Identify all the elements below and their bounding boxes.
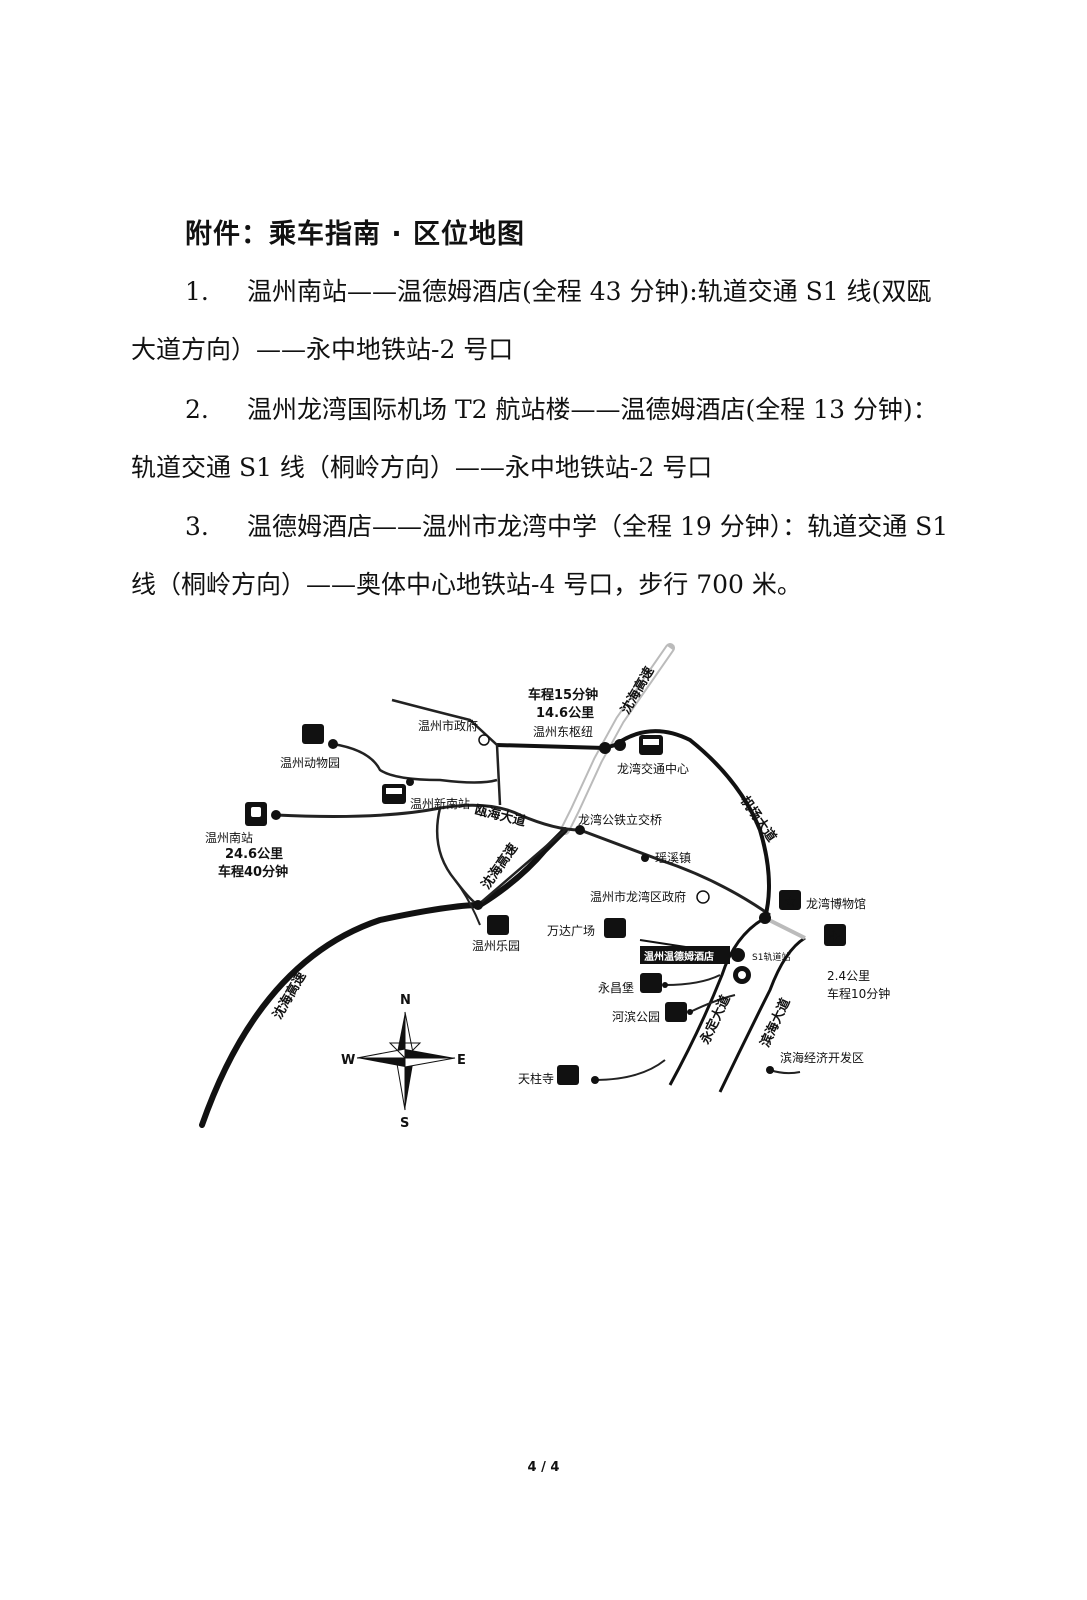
hotel-label-box bbox=[640, 946, 730, 964]
expressway bbox=[199, 827, 568, 1128]
label-south-dist: 24.6公里 bbox=[225, 847, 283, 862]
fort-road bbox=[664, 974, 721, 986]
binhai-avenue bbox=[718, 936, 806, 1093]
route-3-text: 温德姆酒店——温州市龙湾中学（全程 19 分钟）：轨道交通 S1 线（桐岭方向）… bbox=[131, 512, 949, 599]
label-s1-station: S1轨道站 bbox=[752, 951, 790, 963]
route-3: 3.温德姆酒店——温州市龙湾中学（全程 19 分钟）：轨道交通 S1 线（桐岭方… bbox=[131, 498, 953, 614]
node-town bbox=[641, 854, 649, 862]
route-2: 2.温州龙湾国际机场 T2 航站楼——温德姆酒店(全程 13 分钟)：轨道交通 … bbox=[131, 381, 953, 497]
node-zoo bbox=[328, 739, 338, 749]
zoo-icon bbox=[302, 724, 324, 744]
compass-w: W bbox=[341, 1053, 355, 1068]
label-east-dist: 14.6公里 bbox=[536, 706, 594, 721]
node-s1-station bbox=[731, 948, 745, 962]
airplane-icon: ✈ bbox=[828, 927, 841, 946]
airport-avenue bbox=[613, 729, 771, 919]
node-city-gov bbox=[478, 734, 490, 746]
label-wanda: 万达广场 bbox=[547, 924, 595, 938]
label-temple: 天柱寺 bbox=[518, 1071, 554, 1086]
node-transport-center bbox=[614, 739, 626, 751]
label-south-station: 温州南站 bbox=[205, 830, 253, 845]
label-zoo: 温州动物园 bbox=[280, 756, 340, 770]
location-map: ★ ✈ 温州市政府 温州动物园 温州新南站 温州南站 24.6公里 车程40分钟… bbox=[199, 643, 890, 1131]
node-east-hub bbox=[599, 742, 611, 754]
label-fort: 永昌堡 bbox=[598, 980, 634, 995]
label-expressway-a: 沈海高速 bbox=[478, 841, 521, 893]
fort-icon bbox=[640, 973, 662, 993]
node-dev-zone bbox=[766, 1066, 774, 1074]
airport-icon bbox=[824, 924, 846, 946]
label-hotel: 温州温德姆酒店 bbox=[644, 950, 714, 963]
node-park bbox=[687, 1009, 693, 1015]
label-dev-zone: 滨海经济开发区 bbox=[780, 1050, 864, 1065]
label-park: 河滨公园 bbox=[612, 1009, 660, 1024]
label-north-expressway: 沈海高速 bbox=[618, 664, 658, 717]
route-1-number: 1. bbox=[185, 277, 209, 306]
route-1-text: 温州南站——温德姆酒店(全程 43 分钟):轨道交通 S1 线(双瓯大道方向）—… bbox=[131, 277, 932, 364]
node-south-station bbox=[271, 810, 281, 820]
park-icon bbox=[665, 1002, 687, 1022]
temple-icon bbox=[557, 1065, 579, 1085]
compass-rose-icon bbox=[356, 1011, 456, 1111]
label-new-south: 温州新南站 bbox=[410, 796, 470, 811]
node-expressway bbox=[473, 900, 483, 910]
route-2-number: 2. bbox=[185, 395, 209, 424]
page-number: 4 / 4 bbox=[527, 1460, 560, 1475]
compass-n: N bbox=[400, 993, 411, 1008]
gov-road bbox=[391, 698, 502, 806]
label-airport-road: 机场大道 bbox=[737, 793, 780, 845]
label-district-gov: 温州市龙湾区政府 bbox=[590, 889, 686, 904]
museum-icon bbox=[779, 890, 801, 910]
node-interchange bbox=[759, 912, 771, 924]
east-hub-road bbox=[496, 743, 616, 751]
label-paradise: 温州乐园 bbox=[472, 939, 520, 953]
compass-s: S bbox=[400, 1116, 409, 1131]
shopping-icon bbox=[604, 918, 626, 938]
label-east-hub: 温州东枢纽 bbox=[533, 724, 593, 739]
label-bridge: 龙湾公铁立交桥 bbox=[578, 812, 662, 827]
compass-e: E bbox=[457, 1053, 466, 1068]
paradise-road bbox=[454, 879, 481, 926]
label-south-time: 车程40分钟 bbox=[218, 864, 288, 880]
label-ouhai-road: 瓯海大道 bbox=[473, 802, 527, 830]
zoo-road bbox=[332, 742, 498, 784]
park-road bbox=[689, 994, 736, 1013]
node-fort bbox=[662, 982, 668, 988]
node-bridge bbox=[575, 825, 585, 835]
gov-icon bbox=[696, 890, 710, 904]
museum-star-icon: ★ bbox=[784, 894, 797, 910]
dev-zone-road bbox=[769, 1069, 801, 1075]
route-1: 1.温州南站——温德姆酒店(全程 43 分钟):轨道交通 S1 线(双瓯大道方向… bbox=[131, 263, 953, 379]
label-east-time: 车程15分钟 bbox=[528, 687, 598, 703]
ouhai-avenue bbox=[275, 803, 771, 917]
label-city-gov: 温州市政府 bbox=[418, 718, 478, 733]
label-airport-dist: 2.4公里 bbox=[827, 969, 870, 983]
label-museum: 龙湾博物馆 bbox=[806, 896, 866, 911]
node-new-south bbox=[406, 778, 414, 786]
route-2-text: 温州龙湾国际机场 T2 航站楼——温德姆酒店(全程 13 分钟)：轨道交通 S1… bbox=[131, 395, 938, 482]
node-temple bbox=[591, 1076, 599, 1084]
label-transport-center: 龙湾交通中心 bbox=[617, 761, 689, 776]
label-airport-time: 车程10分钟 bbox=[827, 986, 890, 1001]
temple-road bbox=[594, 1059, 666, 1081]
paradise-icon bbox=[487, 915, 509, 935]
route-3-number: 3. bbox=[185, 512, 209, 541]
airport-link bbox=[764, 916, 806, 940]
label-town: 瑶溪镇 bbox=[655, 851, 691, 865]
yongding-avenue bbox=[668, 916, 766, 1086]
page-heading: 附件：乘车指南 · 区位地图 bbox=[185, 219, 526, 250]
